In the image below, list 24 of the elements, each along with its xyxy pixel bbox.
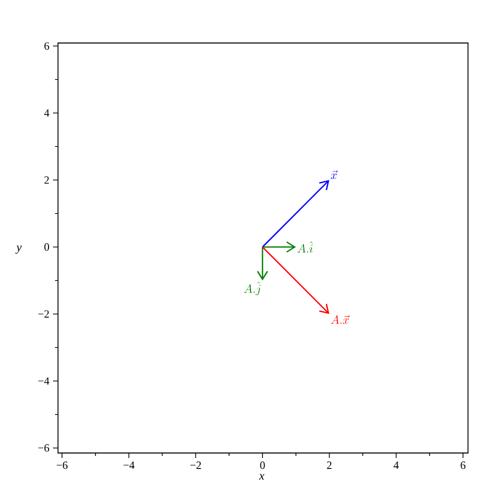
vector-arrow (262, 246, 330, 314)
vector-arrow (262, 241, 296, 253)
y-tick-label: −6 (38, 444, 50, 452)
y-tick-label: −4 (38, 377, 50, 385)
x-tick-label: 0 (260, 462, 265, 469)
y-tick-label: −2 (38, 310, 49, 318)
y-tick-label: 4 (44, 109, 50, 117)
vector-arrow (262, 180, 330, 248)
vector-label: $\vec{x}$ (330, 170, 338, 179)
x-axis-title: x (258, 474, 264, 480)
x-tick-label: −6 (56, 462, 68, 469)
vector-label: $A.\hat{j}$ (244, 282, 260, 296)
x-tick-label: −2 (190, 462, 201, 469)
x-tick-label: −4 (124, 462, 135, 469)
x-tick-label: 4 (394, 462, 399, 469)
y-tick-label: 2 (44, 176, 49, 184)
y-axis-title: y (15, 246, 22, 254)
vector-arrow (256, 247, 268, 280)
x-tick-label: 2 (327, 462, 332, 469)
vector-label: $A.\vec{x}$ (330, 315, 350, 324)
x-tick-label: 6 (460, 462, 466, 469)
y-tick-label: 0 (44, 243, 50, 251)
y-tick-label: 6 (44, 42, 50, 50)
vector-label: $A.\hat{i}$ (298, 241, 313, 253)
